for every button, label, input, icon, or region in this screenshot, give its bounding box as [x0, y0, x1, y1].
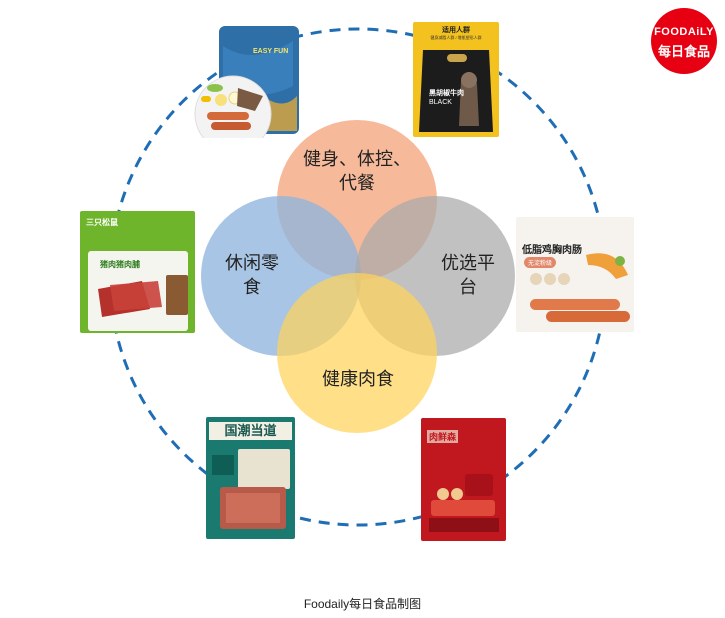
label-healthy-meat: 健康肉食 — [322, 369, 394, 390]
easyfun-package-illustration — [194, 26, 299, 138]
circle-healthy-meat — [277, 273, 437, 433]
sausage-illustration — [530, 253, 630, 322]
pork-jerky-illustration — [98, 275, 188, 317]
rouxiansen-illustration — [421, 418, 506, 541]
product-image-rouxiansen: 肉鲜森 — [421, 418, 506, 541]
label-platform: 优选平 台 — [441, 253, 495, 298]
foodaily-logo: FOODAiLY 每日食品 — [651, 8, 717, 74]
pork-name: 猪肉猪肉脯 — [100, 260, 140, 269]
beef-name-en: BLACK — [429, 99, 452, 106]
figure-caption: Foodaily每日食品制图 — [303, 597, 422, 611]
product-image-easyfun: EASY FUN — [193, 26, 301, 138]
label-snack: 休闲零 食 — [225, 253, 279, 298]
pork-brand: 三只松鼠 — [86, 218, 118, 227]
logo-line1: FOODAiLY — [654, 26, 714, 38]
product-image-chicken-sausage: 低脂鸡胸肉肠 无淀粉级 — [516, 217, 634, 332]
sausage-tag: 无淀粉级 — [524, 257, 557, 268]
logo-line2: 每日食品 — [657, 44, 710, 59]
beef-pack-illustration — [419, 50, 493, 132]
product-image-black-pepper-beef: 适用人群 健身减脂人群 / 增肌塑形人群 黑胡椒牛肉 BLACK — [413, 22, 499, 137]
guochao-illustration — [212, 449, 290, 529]
product-image-guochao: 国潮当道 — [206, 417, 295, 539]
label-fitness: 健身、体控、 代餐 — [303, 149, 411, 194]
rouxiansen-title: 肉鲜森 — [427, 430, 459, 443]
sausage-title: 低脂鸡胸肉肠 — [522, 245, 582, 256]
beef-header: 适用人群 — [442, 27, 470, 34]
beef-name: 黑胡椒牛肉 — [429, 90, 464, 97]
guochao-title: 国潮当道 — [209, 422, 292, 440]
beef-subheader: 健身减脂人群 / 增肌塑形人群 — [430, 35, 482, 40]
easyfun-brand: EASY FUN — [253, 48, 289, 55]
product-image-pork-jerky: 三只松鼠 猪肉猪肉脯 — [80, 211, 195, 333]
